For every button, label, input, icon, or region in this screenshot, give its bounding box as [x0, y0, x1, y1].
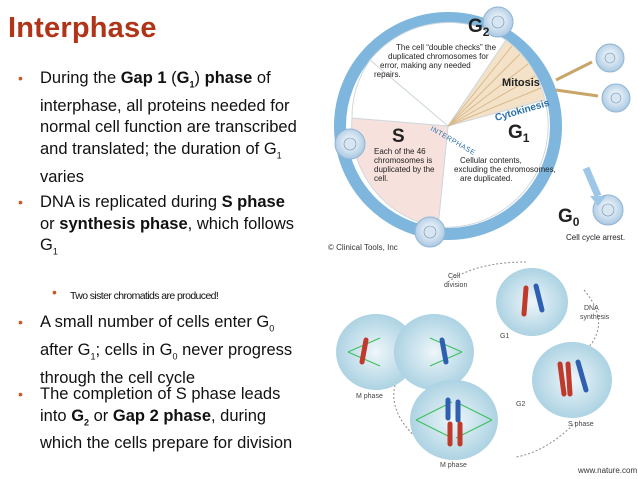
s-phase-label: S phase: [568, 421, 594, 428]
g1-sector: [437, 99, 549, 228]
bullet-text: The completion of S phase leads into G2 …: [40, 385, 293, 453]
svg-text:are duplicated.: are duplicated.: [460, 174, 512, 183]
m-phase-left-label: M phase: [356, 393, 383, 400]
svg-text:Each of the 46: Each of the 46: [374, 147, 426, 156]
svg-text:chromosomes is: chromosomes is: [374, 156, 432, 165]
g2-description: The cell “double checks” the duplicated …: [374, 43, 497, 79]
chromosome-blue: [439, 337, 449, 365]
svg-text:Cellular contents,: Cellular contents,: [460, 156, 522, 165]
g0-label: G0: [558, 206, 580, 229]
cell-division-label: Cell: [448, 273, 461, 280]
cell-division-label: division: [444, 282, 467, 289]
cell-cycle-diagram: G2 The cell “double checks” the duplicat…: [334, 6, 631, 248]
svg-text:excluding the chromosomes,: excluding the chromosomes,: [454, 165, 556, 174]
s-upper-sector: [351, 59, 450, 127]
cell-m-phase-left-b: [394, 314, 474, 390]
bullet-text: DNA is replicated during S phase or synt…: [40, 193, 295, 257]
mitosis-label: Mitosis: [502, 77, 540, 89]
bullet-list: • During the Gap 1 (G1) phase of interph…: [18, 69, 297, 453]
svg-text:duplicated chromosomes for: duplicated chromosomes for: [388, 52, 489, 61]
nucleus: [343, 137, 357, 151]
chromosome-red: [521, 285, 529, 317]
nucleus: [601, 203, 615, 217]
bullet-dot: •: [18, 386, 23, 402]
g0-description: Cell cycle arrest.: [566, 233, 625, 242]
g1-description: Cellular contents, excluding the chromos…: [454, 156, 556, 183]
svg-text:The cell “double checks” the: The cell “double checks” the: [396, 43, 497, 52]
g0-arrow: [582, 166, 602, 198]
svg-text:cell.: cell.: [374, 174, 388, 183]
chromosome-blue: [575, 359, 589, 393]
nucleus: [423, 225, 437, 239]
bullet-text: Two sister chromatids are produced!: [70, 290, 219, 302]
nucleus: [604, 52, 616, 64]
s-description: Each of the 46 chromosomes is duplicated…: [374, 147, 435, 183]
bullet-dot: •: [18, 314, 23, 330]
clinical-tools-credit: © Clinical Tools, Inc: [328, 243, 398, 252]
cell-s-phase: [532, 342, 612, 418]
bullet-dot: •: [18, 70, 23, 86]
arrow-head: [590, 196, 606, 206]
g1-label: G1: [508, 122, 530, 145]
svg-text:error, making any needed: error, making any needed: [380, 61, 471, 70]
svg-text:duplicated by the: duplicated by the: [374, 165, 435, 174]
exit-arrows: [555, 60, 599, 98]
g2-label: G2: [516, 401, 525, 408]
dna-synthesis-label: synthesis: [580, 314, 610, 321]
s-label: S: [392, 126, 405, 147]
nucleus: [491, 15, 505, 29]
cell-m-phase-bottom: [410, 380, 498, 460]
cell-division-illustration: Cell division DNA synthesis G1 M phase S…: [336, 252, 636, 474]
mitosis-sector: [446, 39, 546, 127]
g1-label: G1: [500, 333, 509, 340]
cell-g1-top: [496, 268, 568, 336]
bullet-dot: •: [52, 284, 57, 300]
svg-text:repairs.: repairs.: [374, 70, 401, 79]
nature-credit: www.nature.com: [578, 466, 638, 475]
g2-label: G2: [468, 16, 490, 39]
cycle-ring: [334, 12, 562, 240]
nucleus: [610, 92, 622, 104]
chromosome-red: [359, 337, 369, 365]
bullet-dot: •: [18, 194, 23, 210]
chromosome-red: [565, 361, 573, 397]
mitosis-stripes: [447, 45, 542, 127]
dna-synthesis-label: DNA: [584, 305, 599, 312]
chromosome-blue: [533, 283, 545, 313]
m-phase-bottom-label: M phase: [440, 462, 467, 469]
bullet-text: During the Gap 1 (G1) phase of interphas…: [40, 69, 297, 186]
page-title: Interphase: [8, 12, 157, 44]
chromosome-red: [557, 361, 567, 397]
cell-m-phase-left-a: [336, 314, 416, 390]
bullet-text: A small number of cells enter G0 after G…: [40, 313, 293, 387]
